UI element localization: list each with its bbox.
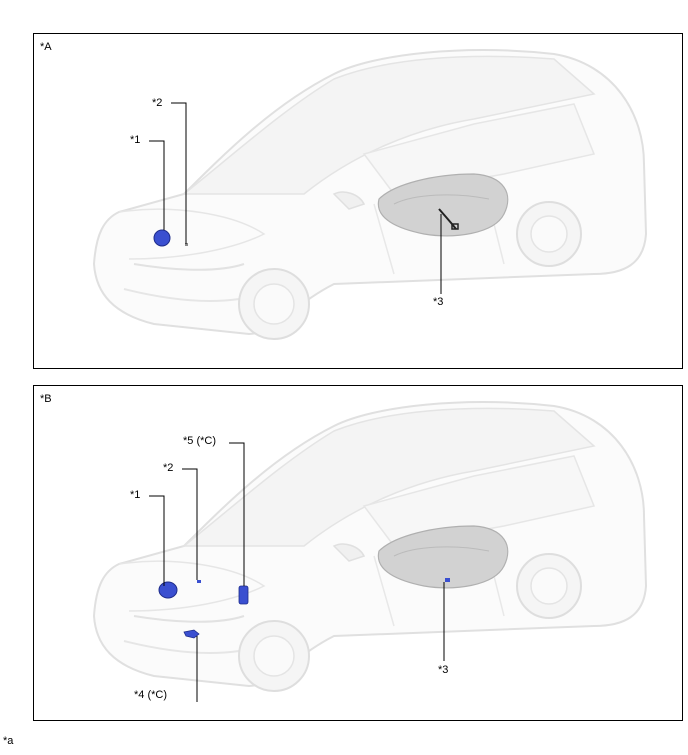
callout-4: *4 (*C)	[134, 689, 168, 701]
car-illustration-b	[93, 401, 647, 702]
component-5-marker	[238, 585, 249, 605]
callout-1: *1	[130, 134, 141, 146]
callout-2: *2	[152, 97, 163, 109]
component-1-marker	[153, 229, 171, 247]
panel-tag: *A	[40, 41, 52, 53]
callout-5: *5 (*C)	[183, 435, 217, 447]
component-3-marker	[445, 578, 450, 582]
component-1-marker	[158, 581, 178, 599]
footnote-label: *a	[3, 735, 14, 747]
callout-3: *3	[438, 664, 449, 676]
leader-line-2	[182, 468, 198, 580]
panel-tag: *B	[40, 393, 52, 405]
callout-2: *2	[163, 462, 174, 474]
callout-1: *1	[130, 489, 141, 501]
component-2-marker	[185, 243, 188, 246]
callout-3: *3	[433, 296, 444, 308]
diagram-panel-a: *A *1 *2 *3	[33, 33, 683, 369]
component-2-marker	[197, 580, 201, 583]
leader-line-1	[149, 140, 165, 230]
diagram-panel-b: *B *1 *2 *3 *4 (*C) *5 (*C)	[33, 385, 683, 721]
car-illustration-a	[93, 49, 647, 340]
leader-line-5	[229, 442, 245, 586]
leader-line-1	[149, 495, 165, 586]
component-3-marker	[438, 208, 457, 230]
leader-line-2	[171, 102, 187, 244]
